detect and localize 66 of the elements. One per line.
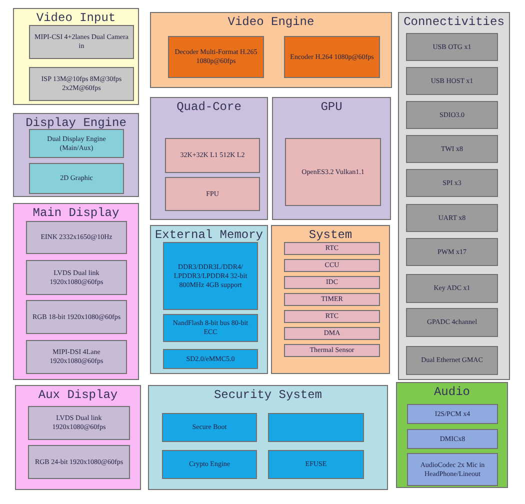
group-panel [13, 8, 139, 105]
component-box [407, 429, 498, 449]
component-box [284, 293, 380, 306]
group-title: Aux Display [37, 388, 119, 402]
component-box [284, 259, 380, 272]
component-box [165, 177, 260, 211]
component-box [406, 33, 498, 61]
component-box [26, 340, 127, 374]
group-title: Video Input [35, 11, 117, 25]
group-title: Display Engine [24, 116, 128, 130]
component-box [284, 344, 380, 357]
component-box [406, 274, 498, 303]
component-box [268, 413, 364, 442]
group-panel [150, 97, 268, 220]
component-box [285, 138, 381, 206]
component-box [406, 238, 498, 266]
component-box [284, 327, 380, 340]
group-panel [150, 225, 268, 374]
component-box [165, 138, 260, 173]
component-box [268, 450, 364, 479]
component-box [26, 300, 127, 334]
group-title: System [308, 228, 354, 242]
component-box [406, 308, 498, 337]
group-panel [396, 382, 508, 488]
component-box [406, 346, 498, 375]
component-box [406, 204, 498, 232]
component-box [29, 129, 124, 158]
component-box [29, 25, 134, 59]
component-box [406, 101, 498, 129]
group-title: External Memory [154, 228, 264, 242]
component-box [163, 349, 258, 369]
component-box [28, 406, 130, 440]
group-panel [148, 385, 388, 490]
component-box [163, 242, 258, 310]
component-box [26, 221, 127, 254]
group-title: Security System [212, 388, 324, 402]
component-box [29, 163, 124, 194]
group-panel [13, 203, 139, 380]
group-panel [150, 12, 392, 88]
component-box [284, 242, 380, 255]
component-box [163, 314, 258, 342]
group-title: Audio [432, 385, 471, 399]
component-box [406, 135, 498, 163]
component-box [29, 67, 134, 101]
component-box [168, 36, 264, 78]
component-box [284, 36, 380, 78]
component-box [406, 169, 498, 197]
component-box [407, 404, 498, 424]
component-box [284, 276, 380, 289]
component-box [26, 260, 127, 295]
group-panel [13, 113, 139, 197]
component-box [162, 450, 257, 479]
group-panel [15, 385, 141, 490]
group-title: Quad-Core [176, 100, 242, 114]
group-title: Connectivities [402, 15, 506, 29]
component-box [406, 67, 498, 95]
group-title: Video Engine [226, 15, 316, 29]
group-panel [272, 97, 391, 220]
component-box [407, 453, 498, 486]
component-box [284, 310, 380, 323]
group-panel [398, 12, 510, 380]
component-box [162, 413, 257, 442]
group-panel [271, 225, 390, 374]
group-title: GPU [320, 100, 344, 114]
component-box [28, 445, 130, 479]
group-title: Main Display [32, 206, 120, 220]
